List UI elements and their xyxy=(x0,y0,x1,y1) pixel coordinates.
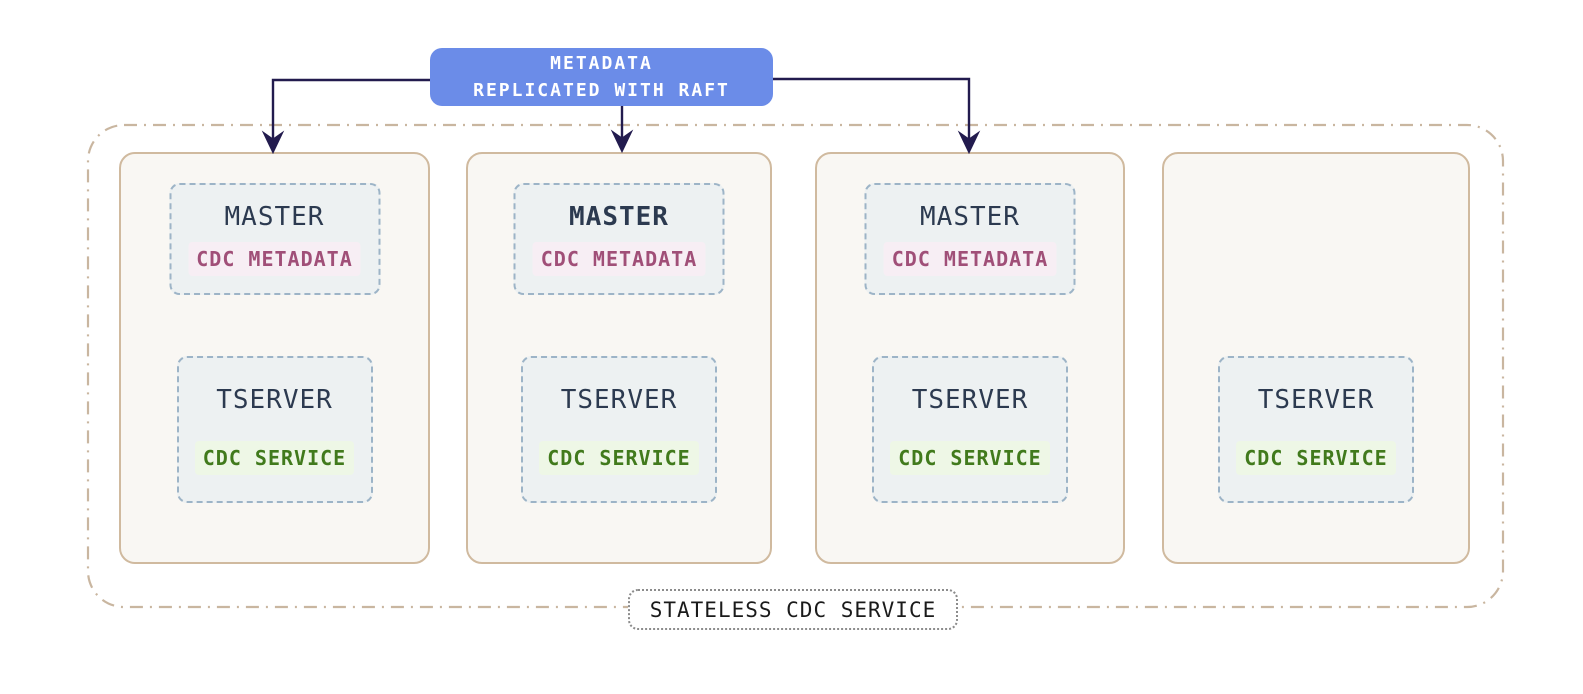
master-label: MASTER xyxy=(224,202,325,232)
cluster-label: STATELESS CDC SERVICE xyxy=(628,589,958,630)
cdc-service-badge: CDC SERVICE xyxy=(194,440,355,475)
cdc-service-badge: CDC SERVICE xyxy=(1236,440,1396,475)
tserver-box: TSERVER CDC SERVICE xyxy=(872,356,1068,503)
arrow-left-line xyxy=(271,78,430,146)
tserver-label: TSERVER xyxy=(911,384,1029,415)
master-label: MASTER xyxy=(920,202,1020,232)
cdc-metadata-badge: CDC METADATA xyxy=(883,242,1057,276)
master-box-leader: MASTER CDC METADATA xyxy=(513,183,725,295)
raft-metadata-box: METADATA REPLICATED WITH RAFT xyxy=(430,48,773,106)
cdc-metadata-badge: CDC METADATA xyxy=(188,242,361,276)
cdc-metadata-badge: CDC METADATA xyxy=(532,242,706,276)
arrow-right-line xyxy=(772,77,971,146)
master-label: MASTER xyxy=(569,202,669,232)
master-box: MASTER CDC METADATA xyxy=(169,183,380,295)
node-3: MASTER CDC METADATA TSERVER CDC SERVICE xyxy=(815,152,1125,564)
node-1: MASTER CDC METADATA TSERVER CDC SERVICE xyxy=(119,152,430,564)
node-2: MASTER CDC METADATA TSERVER CDC SERVICE xyxy=(466,152,772,564)
raft-metadata-line1: METADATA xyxy=(550,53,653,74)
tserver-box: TSERVER CDC SERVICE xyxy=(1218,356,1414,503)
tserver-label: TSERVER xyxy=(1257,384,1375,415)
raft-metadata-line2: REPLICATED WITH RAFT xyxy=(473,80,730,101)
node-4: TSERVER CDC SERVICE xyxy=(1162,152,1470,564)
cdc-service-badge: CDC SERVICE xyxy=(890,440,1050,475)
tserver-label: TSERVER xyxy=(560,384,678,415)
arrow-right-head-icon xyxy=(957,130,981,155)
cdc-service-badge: CDC SERVICE xyxy=(539,440,699,475)
master-box: MASTER CDC METADATA xyxy=(864,183,1076,295)
tserver-box: TSERVER CDC SERVICE xyxy=(521,356,717,503)
arrow-middle-head-icon xyxy=(610,129,634,154)
tserver-box: TSERVER CDC SERVICE xyxy=(176,356,373,503)
arrow-left-head-icon xyxy=(261,130,285,155)
tserver-label: TSERVER xyxy=(216,384,333,415)
